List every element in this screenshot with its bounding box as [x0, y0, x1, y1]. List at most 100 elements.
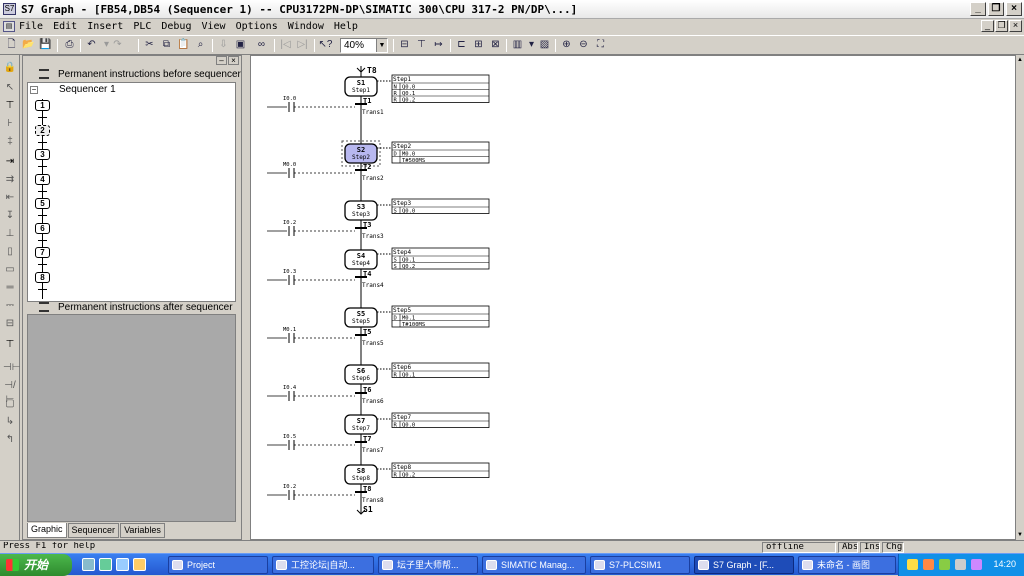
action-table[interactable]: [391, 362, 490, 378]
overview-step-8[interactable]: 8: [35, 271, 50, 283]
document-icon[interactable]: ▤: [3, 21, 15, 32]
jump-icon[interactable]: ↦: [434, 39, 443, 50]
transition-insert-icon[interactable]: ⊦: [7, 118, 13, 129]
tray-icon[interactable]: [971, 559, 982, 570]
menu-options[interactable]: Options: [235, 21, 278, 32]
taskbar-task[interactable]: 工控论坛|自动...: [272, 556, 374, 574]
overview-transition[interactable]: [38, 190, 47, 192]
menu-window[interactable]: Window: [287, 21, 324, 32]
action-table[interactable]: [391, 198, 490, 214]
menu-debug[interactable]: Debug: [161, 21, 192, 32]
tray-icon[interactable]: [907, 559, 918, 570]
tray-icon[interactable]: [955, 559, 966, 570]
menu-help[interactable]: Help: [333, 21, 358, 32]
overview-step-6[interactable]: 6: [35, 222, 50, 234]
box-icon[interactable]: ▢: [5, 398, 15, 409]
permanent-icon[interactable]: ⊠: [491, 39, 500, 50]
branch-open-icon[interactable]: ↳: [5, 416, 15, 427]
tree-icon[interactable]: ⊤: [5, 339, 15, 350]
close-branch-icon[interactable]: ⇤: [5, 192, 15, 203]
overview-transition[interactable]: [38, 141, 47, 143]
menu-file[interactable]: File: [19, 21, 44, 32]
step-box[interactable]: [344, 76, 378, 97]
new-icon[interactable]: 🗋: [7, 39, 16, 50]
perm-after-item[interactable]: Permanent instructions after sequencer: [27, 302, 239, 315]
cut-icon[interactable]: ✂: [145, 39, 154, 50]
tray-icon[interactable]: [939, 559, 950, 570]
overview-transition[interactable]: [38, 215, 47, 216]
monitor-icon[interactable]: ▣: [235, 39, 246, 50]
quicklaunch-icon[interactable]: [82, 558, 95, 571]
pointer-icon[interactable]: ↖: [5, 82, 15, 93]
doc-close-button[interactable]: ×: [1009, 20, 1022, 32]
download-icon[interactable]: ⇩: [219, 39, 228, 50]
details-icon[interactable]: ▨: [539, 39, 550, 50]
view-dropdown-icon[interactable]: ▾: [528, 39, 535, 50]
quicklaunch-icon[interactable]: [116, 558, 129, 571]
menu-edit[interactable]: Edit: [53, 21, 78, 32]
taskbar-task[interactable]: S7 Graph - [F...: [694, 556, 794, 574]
glasses-icon[interactable]: ∞: [257, 39, 266, 50]
first-step-icon[interactable]: |◁: [280, 39, 291, 50]
overview-transition[interactable]: [38, 166, 47, 167]
overview-close-button[interactable]: ×: [228, 56, 239, 65]
step-insert-icon[interactable]: ⊤: [5, 100, 15, 111]
undo-icon[interactable]: ↶: [87, 39, 96, 50]
action-table[interactable]: [391, 305, 490, 328]
branch-icon[interactable]: ⊤: [417, 39, 426, 50]
contact-nc-icon[interactable]: ⊣/⊢: [4, 380, 16, 405]
overview-step-2[interactable]: 2: [35, 124, 50, 136]
tab-sequencer[interactable]: Sequencer: [67, 523, 120, 538]
taskbar-task[interactable]: 未命名 - 画图: [798, 556, 896, 574]
action-table[interactable]: [391, 412, 490, 428]
step-box[interactable]: [344, 364, 378, 385]
zoom-select[interactable]: 40%▼: [340, 38, 388, 53]
tab-graphic[interactable]: Graphic: [27, 523, 67, 538]
jump-insert-icon[interactable]: ↧: [5, 210, 15, 221]
perm-before-item[interactable]: Permanent instructions before sequencer: [27, 69, 241, 82]
quicklaunch-icon[interactable]: [133, 558, 146, 571]
doc-minimize-button[interactable]: _: [981, 20, 994, 32]
stop-icon[interactable]: ⊥: [5, 228, 15, 239]
sequencer-icon[interactable]: ⊞: [474, 39, 483, 50]
menu-plc[interactable]: PLC: [133, 21, 152, 32]
zoom-out-icon[interactable]: ⊖: [579, 39, 588, 50]
overview-step-7[interactable]: 7: [35, 247, 50, 258]
redo-icon[interactable]: ↷: [113, 39, 122, 50]
taskbar-task[interactable]: 坛子里大师帮...: [378, 556, 478, 574]
restore-button[interactable]: ❐: [988, 2, 1004, 16]
step-box[interactable]: [344, 307, 378, 328]
contact-no-icon[interactable]: ⊣⊢: [3, 362, 21, 373]
branch-insert-icon[interactable]: ‡: [7, 136, 13, 147]
step-box[interactable]: [344, 414, 378, 435]
menu-insert[interactable]: Insert: [87, 21, 124, 32]
step-box[interactable]: [344, 464, 378, 485]
close-button[interactable]: ×: [1006, 2, 1022, 16]
paste-icon[interactable]: 📋: [177, 39, 190, 50]
action-line-icon[interactable]: ═: [6, 282, 14, 293]
overview-transition[interactable]: [38, 117, 47, 118]
find-icon[interactable]: ⌕: [197, 39, 204, 50]
taskbar-task[interactable]: Project: [168, 556, 268, 574]
overview-step-3[interactable]: 3: [35, 149, 50, 160]
action-table[interactable]: [391, 141, 490, 164]
step-box[interactable]: [344, 249, 378, 270]
alt-branch-icon[interactable]: ⇥: [5, 156, 15, 167]
lock-icon[interactable]: 🔒: [3, 62, 17, 73]
collapse-icon[interactable]: −: [30, 85, 38, 94]
pin-button[interactable]: ‒: [216, 56, 227, 65]
overview-transition[interactable]: [38, 288, 47, 290]
minimize-button[interactable]: _: [970, 2, 986, 16]
single-step-icon[interactable]: ⊏: [457, 39, 466, 50]
action-table[interactable]: [391, 74, 490, 103]
table-icon[interactable]: ⊟: [5, 318, 15, 329]
action-row-icon[interactable]: ▭: [5, 264, 15, 275]
save-icon[interactable]: 💾: [39, 39, 52, 50]
step-box[interactable]: [344, 200, 378, 221]
zoom-in-icon[interactable]: ⊕: [562, 39, 571, 50]
copy-icon[interactable]: ⧉: [162, 39, 171, 50]
tab-variables[interactable]: Variables: [120, 523, 165, 538]
quicklaunch-icon[interactable]: [99, 558, 112, 571]
